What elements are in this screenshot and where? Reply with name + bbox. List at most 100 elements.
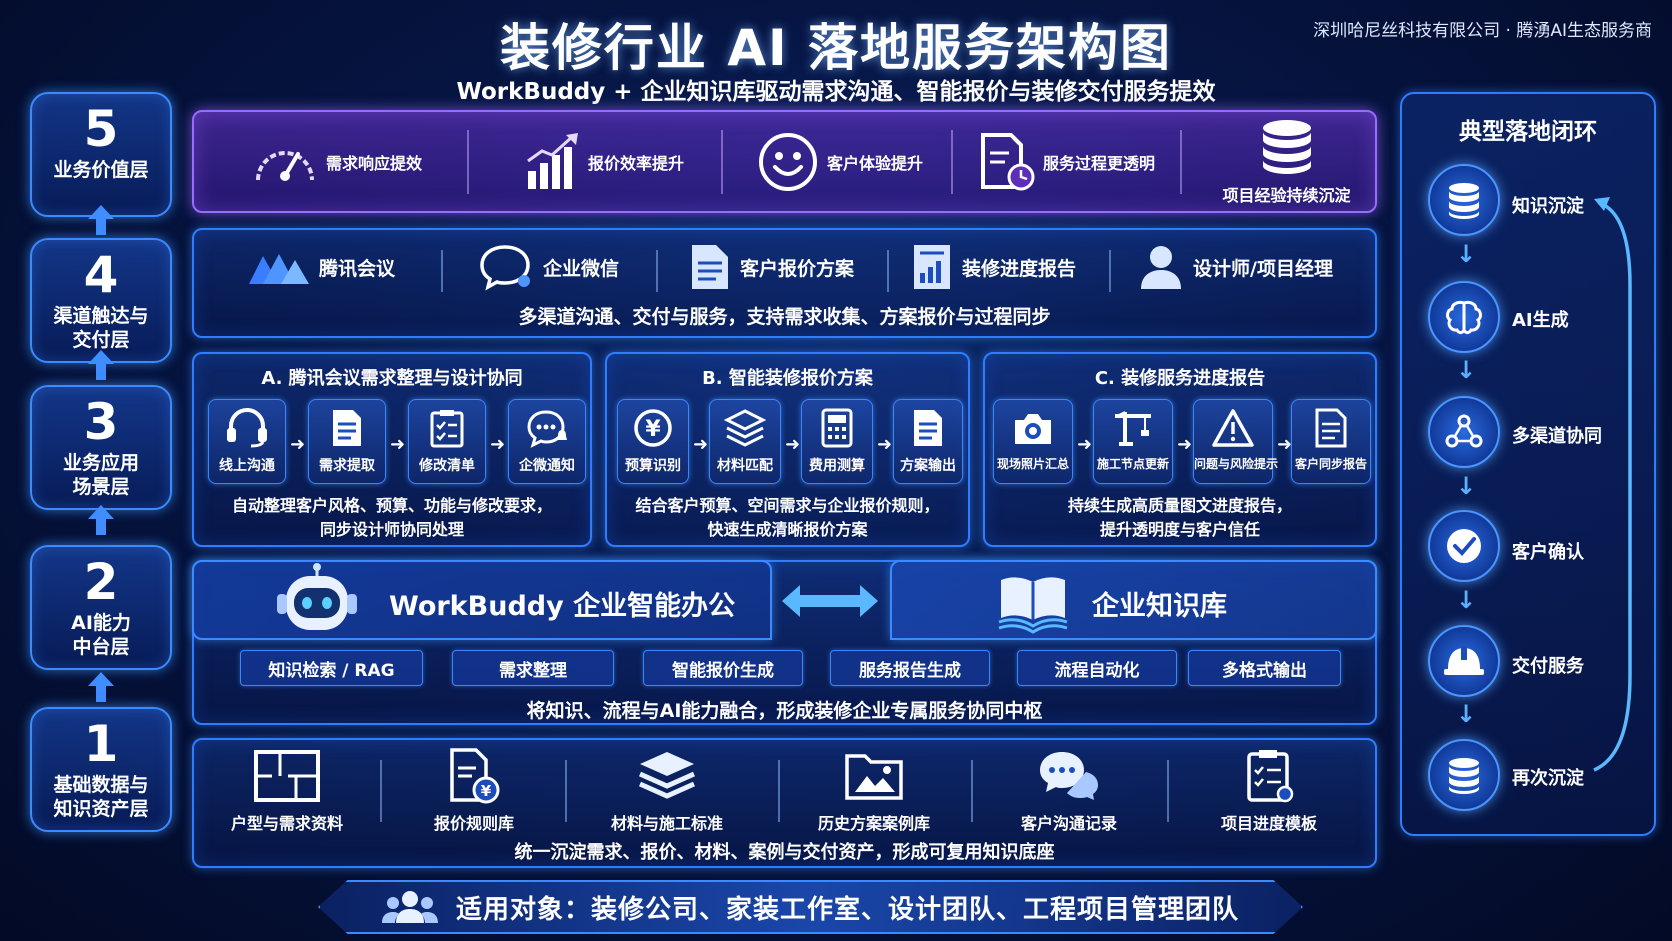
- step-card: 修改清单: [408, 399, 486, 484]
- divider: [1180, 130, 1182, 194]
- description-line: 提升透明度与客户信任: [1099, 520, 1260, 539]
- arrow-icon: ➜: [1277, 434, 1293, 455]
- layer-name: 中台层: [72, 636, 130, 658]
- step-label: 现场照片汇总: [996, 457, 1069, 471]
- divider: [380, 760, 382, 822]
- up-arrow-icon: [88, 505, 114, 535]
- arrow-icon: ➜: [290, 434, 306, 455]
- channel-label: 企业微信: [543, 257, 620, 280]
- step-label: 费用测算: [809, 458, 865, 474]
- wecom-icon: [480, 245, 530, 291]
- capability-chip: 智能报价生成: [643, 650, 803, 686]
- loop-node: [1428, 164, 1500, 236]
- channel-caption: 多渠道沟通、交付与服务，支持需求收集、方案报价与过程同步: [518, 306, 1051, 328]
- step-card: 问题与风险提示: [1193, 399, 1278, 484]
- scenario-title: A. 腾讯会议需求整理与设计协同: [261, 368, 523, 389]
- divider: [971, 760, 973, 822]
- layers-icon: [723, 409, 767, 447]
- floorplan-icon: [254, 750, 320, 802]
- step-label: 预算识别: [625, 458, 681, 474]
- divider: [565, 760, 567, 822]
- layers-icon: [638, 752, 696, 799]
- layer-3: 3 业务应用 场景层: [30, 385, 172, 510]
- scenario-b-panel: B. 智能装修报价方案 ¥ 预算识别 ➜ 材料匹配 ➜ 费用测算 ➜: [605, 352, 970, 547]
- down-arrow-icon: ↓: [1456, 700, 1477, 728]
- layer-number: 1: [83, 715, 119, 773]
- checklist-icon: [430, 410, 464, 448]
- document-icon: [692, 245, 728, 289]
- audience-banner: 适用对象：装修公司、家装工作室、设计团队、工程项目管理团队: [318, 880, 1303, 934]
- description-line: 自动整理客户风格、预算、功能与修改要求，: [231, 496, 552, 515]
- loop-label: 客户确认: [1512, 542, 1584, 563]
- layer-name: 知识资产层: [53, 798, 149, 820]
- network-icon: [1445, 414, 1483, 448]
- capability-chip: 知识检索 / RAG: [240, 650, 423, 686]
- book-icon: [998, 577, 1068, 634]
- price-doc-icon: ¥: [450, 748, 500, 804]
- value-label: 客户体验提升: [827, 153, 924, 173]
- chat-notify-icon: [527, 410, 567, 448]
- database-icon: [1449, 758, 1479, 794]
- value-item: 客户体验提升: [757, 112, 923, 211]
- down-arrow-icon: ↓: [1456, 472, 1477, 500]
- speedometer-icon: [256, 150, 314, 181]
- divider: [887, 250, 889, 292]
- crane-icon: [1115, 411, 1151, 446]
- arrow-icon: ➜: [1177, 434, 1193, 455]
- yen-coin-icon: ¥: [634, 409, 672, 447]
- channel-label: 设计师/项目经理: [1193, 257, 1333, 280]
- step-card: 施工节点更新: [1093, 399, 1173, 484]
- value-label: 服务过程更透明: [1043, 153, 1156, 173]
- loop-label: AI生成: [1512, 310, 1569, 331]
- svg-text:¥: ¥: [481, 782, 492, 800]
- layer-number: 5: [83, 100, 119, 158]
- loop-label: 再次沉淀: [1512, 768, 1584, 789]
- asset-label: 客户沟通记录: [1020, 814, 1117, 833]
- calculator-icon: [821, 408, 853, 448]
- growth-chart-icon: [527, 132, 578, 189]
- step-card: 需求提取: [308, 399, 386, 484]
- camera-icon: [1015, 414, 1051, 444]
- layer-name: 渠道触达与: [53, 305, 149, 327]
- value-label: 项目经验持续沉淀: [1222, 186, 1351, 205]
- value-item: 报价效率提升: [524, 112, 684, 211]
- layer-number: 2: [83, 553, 119, 611]
- asset-item: 项目进度模板: [1194, 748, 1344, 834]
- step-label: 线上沟通: [219, 458, 275, 474]
- loop-node: [1428, 281, 1500, 353]
- page-title: 装修行业 AI 落地服务架构图: [499, 19, 1173, 77]
- arrow-icon: ➜: [390, 434, 406, 455]
- clipboard-icon: [1247, 750, 1294, 803]
- scenario-title: C. 装修服务进度报告: [1094, 368, 1266, 389]
- asset-label: 报价规则库: [433, 814, 514, 833]
- step-label: 企微通知: [519, 458, 575, 474]
- scenario-title: B. 智能装修报价方案: [702, 368, 873, 389]
- step-card: 费用测算: [801, 399, 873, 484]
- value-item: 需求响应提效: [252, 112, 422, 211]
- description-line: 持续生成高质量图文进度报告，: [1067, 496, 1292, 515]
- asset-label: 项目进度模板: [1220, 814, 1317, 833]
- channel-item: 装修进度报告: [912, 242, 1076, 292]
- step-label: 客户同步报告: [1294, 457, 1367, 471]
- channel-label: 装修进度报告: [962, 257, 1077, 280]
- channel-layer-panel: 腾讯会议 企业微信 客户报价方案 装修进度报告: [192, 228, 1377, 338]
- layer-name: 业务应用: [62, 452, 139, 474]
- channel-item: 腾讯会议: [249, 242, 395, 292]
- arrow-icon: ➜: [693, 434, 709, 455]
- svg-text:¥: ¥: [645, 417, 661, 442]
- down-arrow-icon: ↓: [1456, 356, 1477, 384]
- scenario-description: 结合客户预算、空间需求与企业报价规则， 快速生成清晰报价方案: [607, 494, 968, 542]
- loop-node: [1428, 625, 1500, 697]
- step-label: 需求提取: [319, 458, 375, 474]
- description-line: 同步设计师协同处理: [319, 520, 464, 539]
- knowledge-base-box: 企业知识库: [890, 560, 1377, 640]
- value-item: 项目经验持续沉淀: [1199, 118, 1374, 206]
- person-icon: [1141, 246, 1181, 289]
- value-label: 报价效率提升: [588, 153, 685, 173]
- asset-item: 材料与施工标准: [582, 748, 752, 834]
- step-card: 企微通知: [508, 399, 586, 484]
- helmet-icon: [1444, 646, 1484, 675]
- loop-node: [1428, 396, 1500, 468]
- ai-caption: 将知识、流程与AI能力融合，形成装修企业专属服务协同中枢: [526, 700, 1043, 722]
- asset-item: 历史方案案例库: [799, 748, 949, 834]
